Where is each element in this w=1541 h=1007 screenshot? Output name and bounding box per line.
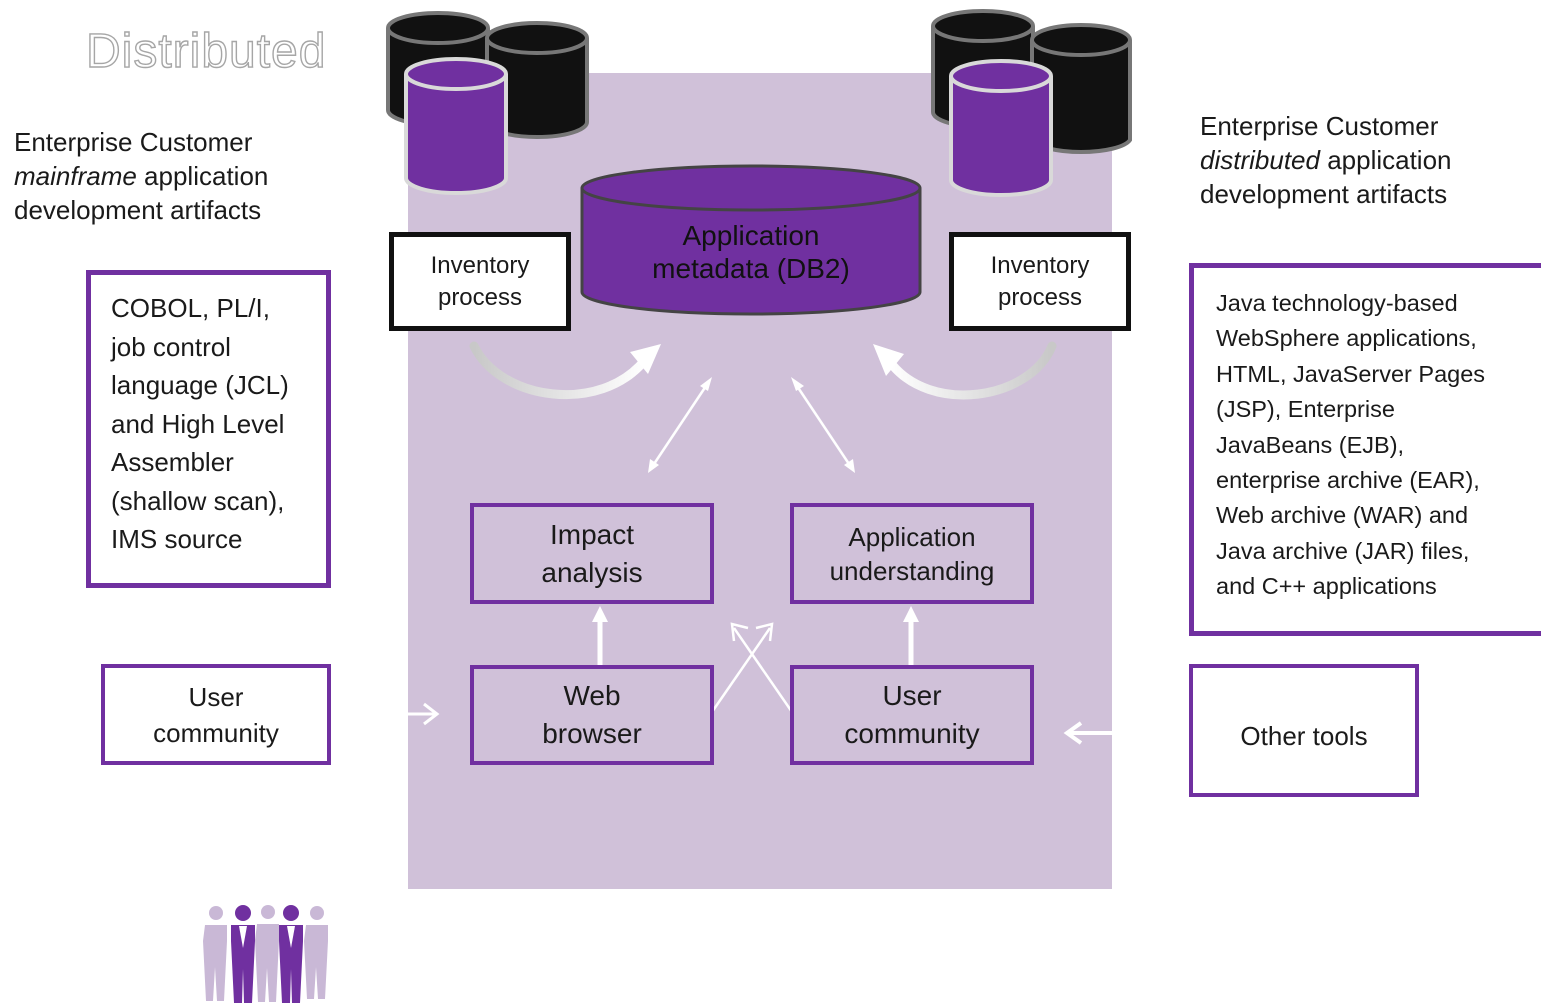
application-understanding-box: Application understanding bbox=[790, 503, 1034, 604]
distributed-database-stack-icon bbox=[931, 9, 1132, 197]
understanding-metadata-arrow-icon bbox=[791, 377, 855, 473]
left-curved-arrow-icon bbox=[469, 341, 661, 400]
impact-metadata-arrow-icon bbox=[648, 377, 712, 473]
distributed-caption: Enterprise Customer distributed applicat… bbox=[1200, 111, 1452, 209]
mainframe-artifacts-box: COBOL, PL/I, job control language (JCL) … bbox=[86, 270, 331, 588]
inventory-process-right: Inventory process bbox=[949, 232, 1131, 331]
distributed-artifacts-list: Java technology-based WebSphere applicat… bbox=[1216, 290, 1486, 600]
metadata-database-label: Application metadata (DB2) bbox=[652, 220, 850, 284]
right-curved-arrow-icon bbox=[873, 341, 1057, 400]
database-icon bbox=[1030, 23, 1132, 155]
mainframe-artifacts-list: COBOL, PL/I, job control language (JCL) … bbox=[111, 293, 289, 554]
database-icon bbox=[404, 57, 508, 195]
mainframe-caption: Enterprise Customer mainframe applicatio… bbox=[14, 127, 269, 225]
page-title: Distributed bbox=[85, 24, 327, 78]
people-group-icon bbox=[203, 905, 328, 1003]
mainframe-database-stack-icon bbox=[386, 11, 589, 195]
distributed-artifacts-box: Java technology-based WebSphere applicat… bbox=[1189, 263, 1541, 636]
inventory-process-left: Inventory process bbox=[389, 232, 571, 331]
user-community-inner-box: User community bbox=[790, 665, 1034, 765]
browser-to-impact-arrow-icon bbox=[592, 606, 608, 666]
right-input-arrow-icon bbox=[1063, 721, 1190, 745]
metadata-database-icon bbox=[580, 164, 922, 316]
left-input-arrow-icon bbox=[330, 702, 440, 726]
database-icon bbox=[949, 59, 1053, 197]
database-icon bbox=[485, 21, 589, 139]
impact-analysis-box: Impact analysis bbox=[470, 503, 714, 604]
community-to-understanding-arrow-icon bbox=[903, 606, 919, 666]
crossing-arrows-icon bbox=[710, 622, 794, 713]
web-browser-box: Web browser bbox=[470, 665, 714, 765]
user-community-left-box: User community bbox=[101, 664, 331, 765]
other-tools-box: Other tools bbox=[1189, 664, 1419, 797]
